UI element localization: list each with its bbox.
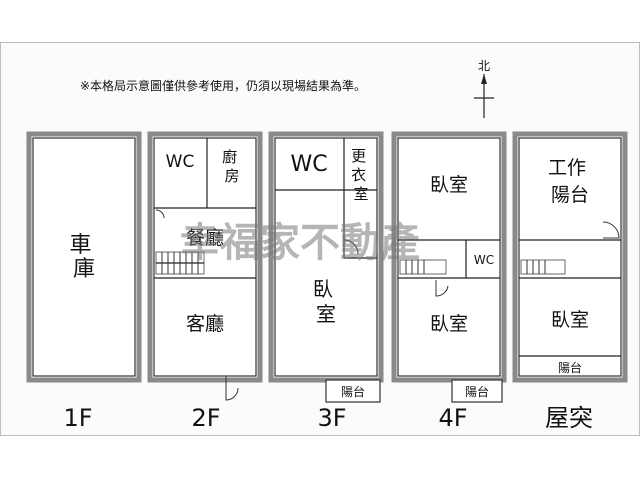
floor-label-3f: 3F (317, 404, 346, 432)
room-3f-balcony: 陽台 (341, 384, 365, 399)
floor-label-2f: 2F (191, 404, 220, 432)
watermark: 幸福家不動產 (180, 219, 420, 266)
room-3f-bedroom: 臥 室 (313, 277, 339, 326)
door-roof-workbalcony (602, 221, 620, 239)
room-3f-wc: WC (290, 152, 327, 177)
floor-2f-plan (147, 131, 263, 401)
door-2f (225, 376, 239, 401)
room-2f-kitchen: 廚 房 (222, 148, 242, 185)
room-garage: 車 庫 (69, 233, 98, 282)
room-4f-balcony: 陽台 (465, 384, 489, 399)
room-roof-balcony: 陽台 (558, 360, 582, 375)
room-4f-bedroom-north: 臥室 (430, 174, 468, 196)
room-4f-wc: WC (474, 253, 494, 267)
door-4f-bedroom (435, 280, 449, 297)
door-3f-closet (343, 239, 359, 255)
stairs-2f (155, 251, 205, 275)
stairs-roof (520, 259, 566, 275)
north-label: 北 (478, 59, 490, 73)
stairs-4f (399, 259, 447, 275)
floor-label-4f: 4F (438, 404, 467, 432)
floor-label-1f: 1F (63, 404, 92, 432)
room-roof-work-balcony: 工作 陽台 (548, 157, 592, 206)
room-2f-living: 客廳 (186, 313, 224, 335)
disclaimer-notice: ※本格局示意圖僅供參考使用，仍須以現場結果為準。 (80, 78, 366, 93)
room-4f-bedroom-south: 臥室 (430, 313, 468, 335)
room-3f-closet: 更 衣 室 (351, 147, 371, 203)
floor-3f-plan (268, 131, 384, 403)
door-2f-wc (155, 209, 165, 219)
floor-1f-plan (26, 131, 142, 383)
floor-roof-plan (512, 131, 628, 383)
floor-label-roof: 屋突 (545, 404, 593, 432)
north-arrow-icon (474, 74, 494, 118)
floor-4f-plan (391, 131, 507, 403)
room-roof-bedroom: 臥室 (551, 309, 589, 331)
room-2f-wc: WC (166, 152, 195, 172)
room-2f-dining: 餐廳 (186, 227, 224, 249)
